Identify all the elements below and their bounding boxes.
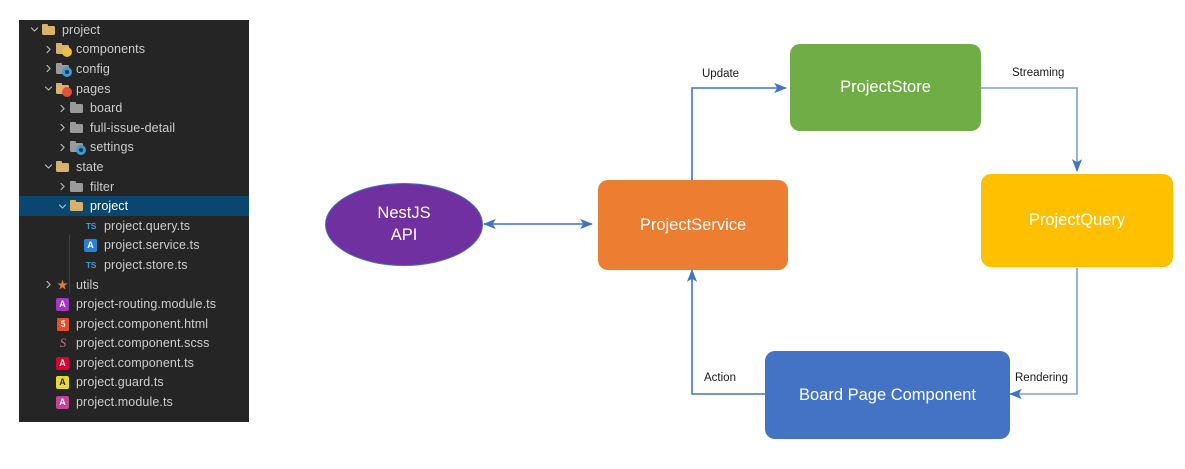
tree-item-label: settings [90,140,134,155]
chevron-right-icon[interactable] [55,123,69,132]
tree-item-label: components [76,42,146,57]
folder-open-icon [55,159,71,175]
tree-indent-guide [69,235,70,294]
tree-item-label: project-routing.module.ts [76,297,217,312]
angular-module-icon: A [55,394,71,410]
html5-icon: 5 [55,316,71,332]
chevron-right-icon[interactable] [55,104,69,113]
chevron-right-icon[interactable] [41,280,55,289]
folder-icon [69,100,85,116]
angular-guard-icon: A [55,374,71,390]
typescript-icon: TS [85,259,97,270]
tree-folder-filter[interactable]: filter [19,177,249,197]
file-explorer-panel[interactable]: project components config pages board full-is… [19,20,249,422]
folder-config-icon [55,61,72,77]
chevron-right-icon[interactable] [41,64,55,73]
tree-item-label: state [76,159,104,174]
angular-service-icon: A [83,237,99,253]
tree-item-label: project [90,199,129,214]
edge-label-update: Update [700,68,742,80]
node-project-service-label: ProjectService [639,215,747,234]
node-board-page-component[interactable]: Board Page Component [765,351,1010,439]
tree-item-label: project.guard.ts [76,375,164,390]
folder-utils-icon [55,277,71,293]
typescript-icon: TS [85,220,97,231]
tree-folder-pages[interactable]: pages [19,79,249,99]
edge-board-service [686,269,767,395]
tree-file-project-query-ts[interactable]: TS project.query.ts [19,216,249,236]
tree-item-label: project.component.scss [76,336,210,351]
node-board-page-component-label: Board Page Component [798,385,977,404]
tree-item-label: full-issue-detail [90,120,176,135]
folder-icon [69,179,85,195]
tree-item-label: config [76,61,110,76]
tree-file-project-component-html[interactable]: 5 project.component.html [19,314,249,334]
chevron-right-icon[interactable] [55,143,69,152]
folder-pages-icon [55,81,72,97]
angular-component-icon: A [55,355,71,371]
node-project-service[interactable]: ProjectService [598,180,788,270]
chevron-right-icon[interactable] [55,182,69,191]
edge-store-query [981,87,1083,172]
chevron-down-icon[interactable] [41,162,55,171]
tree-folder-board[interactable]: board [19,98,249,118]
sass-icon: S [59,335,67,351]
tree-folder-components[interactable]: components [19,40,249,60]
tree-item-label: filter [90,179,115,194]
chevron-down-icon[interactable] [55,202,69,211]
edge-label-action: Action [702,372,738,384]
tree-item-label: project.component.html [76,316,209,331]
tree-item-label: utils [76,277,99,292]
edge-service-store [691,82,787,180]
tree-item-label: project.store.ts [104,257,188,272]
chevron-down-icon[interactable] [41,84,55,93]
folder-open-icon [41,22,57,38]
chevron-right-icon[interactable] [41,45,55,54]
tree-folder-project[interactable]: project [19,196,249,216]
folder-icon [69,120,85,136]
tree-folder-settings[interactable]: settings [19,138,249,158]
tree-file-project-store-ts[interactable]: TS project.store.ts [19,255,249,275]
node-project-query-label: ProjectQuery [1028,211,1126,229]
edge-label-rendering: Rendering [1013,372,1071,384]
folder-components-icon [55,41,72,58]
tree-folder-project[interactable]: project [19,20,249,40]
node-nestjs-api[interactable]: NestJS API [325,183,483,266]
edge-label-streaming: Streaming [1010,67,1067,79]
edge-query-board [1009,268,1078,400]
tree-folder-utils[interactable]: utils [19,275,249,295]
node-nestjs-api-line2: API [390,225,418,244]
angular-routing-icon: A [55,296,71,312]
tree-item-label: project.service.ts [104,238,200,253]
tree-item-label: pages [76,81,111,96]
tree-item-label: project.component.ts [76,355,195,370]
tree-folder-full-issue-detail[interactable]: full-issue-detail [19,118,249,138]
tree-item-label: project.query.ts [104,218,191,233]
tree-item-label: project [62,22,101,37]
tree-item-label: board [90,101,123,116]
node-project-store-label: ProjectStore [840,78,931,96]
tree-folder-state[interactable]: state [19,157,249,177]
node-project-query[interactable]: ProjectQuery [981,174,1173,267]
tree-item-label: project.module.ts [76,395,173,410]
folder-open-icon [69,198,85,214]
chevron-down-icon[interactable] [27,25,41,34]
node-nestjs-api-line1: NestJS [377,204,431,223]
node-project-store[interactable]: ProjectStore [790,44,981,131]
tree-folder-config[interactable]: config [19,59,249,79]
file-tree[interactable]: project components config pages board full-is… [19,20,249,412]
folder-settings-icon [69,139,86,156]
